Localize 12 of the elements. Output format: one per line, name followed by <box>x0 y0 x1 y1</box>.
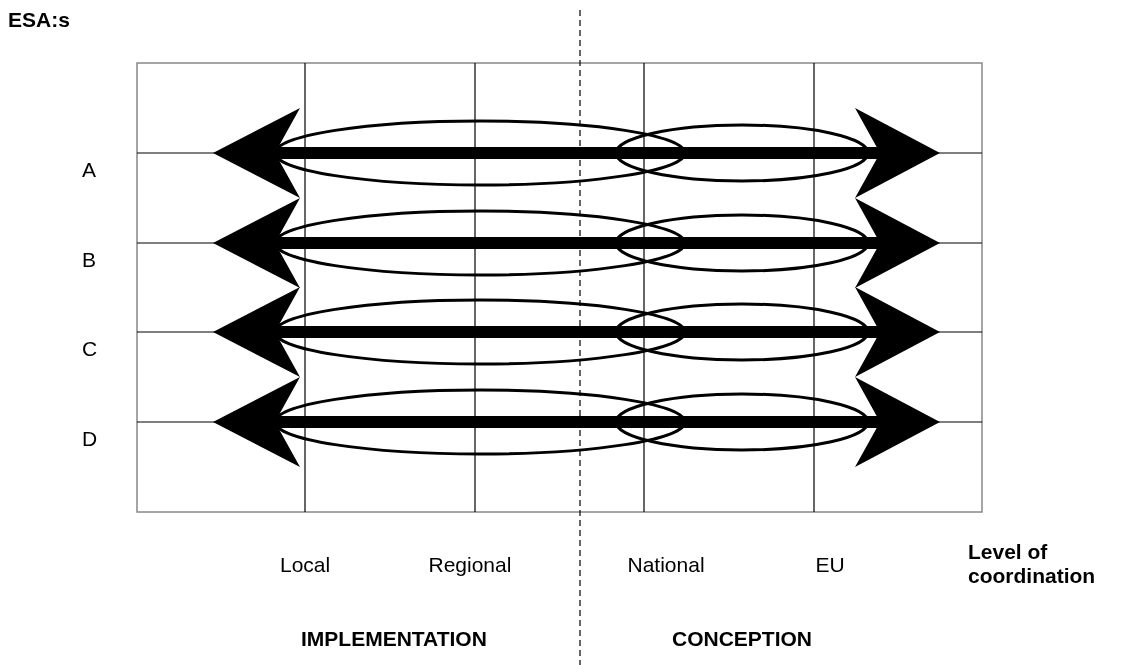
row-label: A <box>82 158 96 182</box>
section-heading: IMPLEMENTATION <box>301 627 487 651</box>
axis-title: Level of coordination <box>968 540 1097 588</box>
column-label: Regional <box>428 553 512 577</box>
row-label: B <box>82 248 96 272</box>
axis-title: ESA:s <box>8 8 70 32</box>
column-label: Local <box>280 553 331 577</box>
row-label: D <box>82 427 98 451</box>
column-label: National <box>627 553 705 577</box>
column-label: EU <box>815 553 845 577</box>
row-label: C <box>82 337 98 361</box>
section-heading: CONCEPTION <box>672 627 812 651</box>
